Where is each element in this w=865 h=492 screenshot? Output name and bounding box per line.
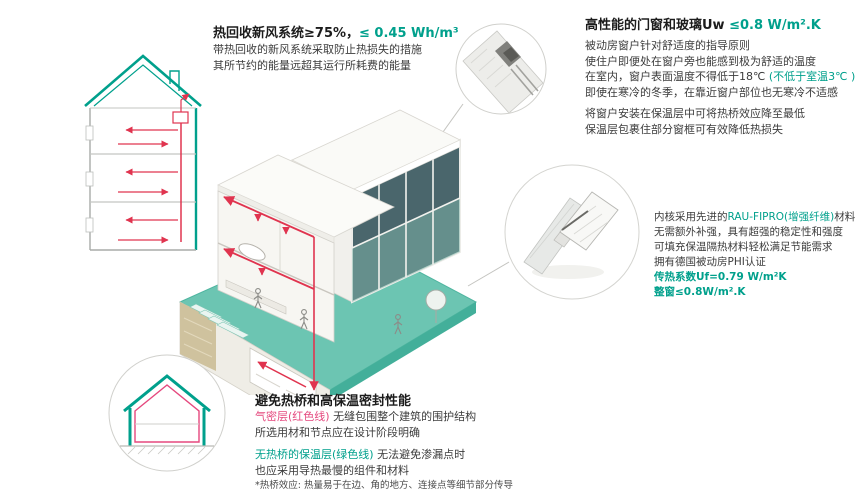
thermal-footnote: *热桥效应: 热量易于在边、角的地方、连接点等细节部分传导: [255, 480, 513, 491]
window-profile-render: [523, 191, 619, 279]
frame-line-1b: 材料: [834, 211, 856, 223]
spacer: [255, 440, 513, 447]
hrv-title: 热回收新风系统≥75%，≤ 0.45 Wh/m³: [213, 22, 459, 41]
thermal-title: 避免热桥和高保温密封性能: [255, 394, 412, 409]
frame-line-1a: 内核采用先进的: [654, 211, 728, 223]
window-profile-detail-circle: [504, 164, 640, 300]
frame-uf-value: 传热系数Uf=0.79 W/m²K: [654, 271, 787, 283]
ventilation-ducts: [223, 196, 319, 391]
windows-line-5: 将窗户安装在保温层中可将热桥效应降至最低: [585, 107, 805, 120]
thermal-line-2: 所选用材和节点应在设计阶段明确: [255, 425, 420, 439]
windows-line-6: 保温层包裹住部分窗框可有效降低热损失: [585, 122, 783, 136]
frame-line-3: 可填充保温隔热材料轻松满足节能需求: [654, 241, 833, 253]
airtight-label: 气密层(红色线): [255, 410, 330, 423]
hrv-title-text: 热回收新风系统≥75%，: [213, 26, 360, 41]
frame-line-1: 内核采用先进的RAU-FIPRO(增强纤维)材料: [654, 210, 855, 225]
insulation-rest: 无法避免渗漏点时: [373, 448, 466, 461]
insulation-line: 无热桥的保温层(绿色线) 无法避免渗漏点时: [255, 447, 513, 463]
windows-line-3-text: 在室内，窗户表面温度不得低于18℃: [585, 70, 769, 83]
window-corner-detail-circle: [455, 23, 547, 115]
windows-line-1: 被动房窗户针对舒适度的指导原则: [585, 39, 750, 52]
frame-line-4: 拥有德国被动房PHI认证: [654, 256, 766, 268]
frame-line-1-material: RAU-FIPRO(增强纤维): [727, 211, 835, 223]
section-house-illustration: [84, 54, 202, 251]
frame-uw-value: 整窗≤0.8W/m².K: [654, 286, 746, 298]
windows-line-3: 在室内，窗户表面温度不得低于18℃ (不低于室温3℃ ): [585, 69, 855, 85]
windows-title: 高性能的门窗和玻璃Uw ≤0.8 W/m².K: [585, 14, 821, 33]
insulation-label: 无热桥的保温层(绿色线): [255, 448, 374, 461]
human-figures: [253, 288, 403, 335]
hrv-ducts: [118, 93, 190, 244]
windows-description-1: 被动房窗户针对舒适度的指导原则 使住户即便处在窗户旁也能感到极为舒适的温度 在室…: [585, 38, 855, 100]
windows-line-4: 即使在寒冷的冬季，在靠近窗户部位也无寒冷不适感: [585, 85, 838, 99]
windows-title-text: 高性能的门窗和玻璃Uw: [585, 18, 730, 33]
window-corner-drawing: [462, 30, 544, 114]
thermal-envelope-circle: [108, 354, 226, 472]
hrv-description: 带热回收的新风系统采取防止热损失的措施 其所节约的能量远超其运行所耗费的能量: [213, 42, 422, 73]
windows-description-2: 将窗户安装在保温层中可将热桥效应降至最低 保温层包裹住部分窗框可有效降低热损失: [585, 106, 805, 137]
thermal-description: 气密层(红色线) 无缝包围整个建筑的围护结构 所选用材和节点应在设计阶段明确 无…: [255, 409, 513, 492]
hrv-line-2: 其所节约的能量远超其运行所耗费的能量: [213, 58, 411, 72]
frame-line-2: 无需额外补强，具有超强的稳定性和强度: [654, 226, 843, 238]
airtight-rest: 无缝包围整个建筑的围护结构: [329, 410, 477, 423]
basement-cutaway: [249, 347, 317, 395]
hrv-line-1: 带热回收的新风系统采取防止热损失的措施: [213, 43, 422, 56]
frame-material-description: 内核采用先进的RAU-FIPRO(增强纤维)材料 无需额外补强，具有超强的稳定性…: [654, 210, 855, 300]
airtight-line: 气密层(红色线) 无缝包围整个建筑的围护结构: [255, 409, 513, 425]
windows-line-2: 使住户即便处在窗户旁也能感到极为舒适的温度: [585, 54, 816, 68]
stairs: [189, 303, 250, 339]
windows-line-3-value: (不低于室温3℃ ): [768, 70, 856, 83]
insulation-outline: [120, 374, 214, 455]
hrv-title-value: ≤ 0.45 Wh/m³: [359, 26, 459, 41]
building-envelope: [84, 54, 202, 251]
tree: [425, 289, 447, 323]
thermal-line-4: 也应采用导热最慢的组件和材料: [255, 463, 409, 477]
isometric-house-illustration: [178, 109, 478, 395]
windows-title-value: ≤0.8 W/m².K: [729, 18, 821, 33]
